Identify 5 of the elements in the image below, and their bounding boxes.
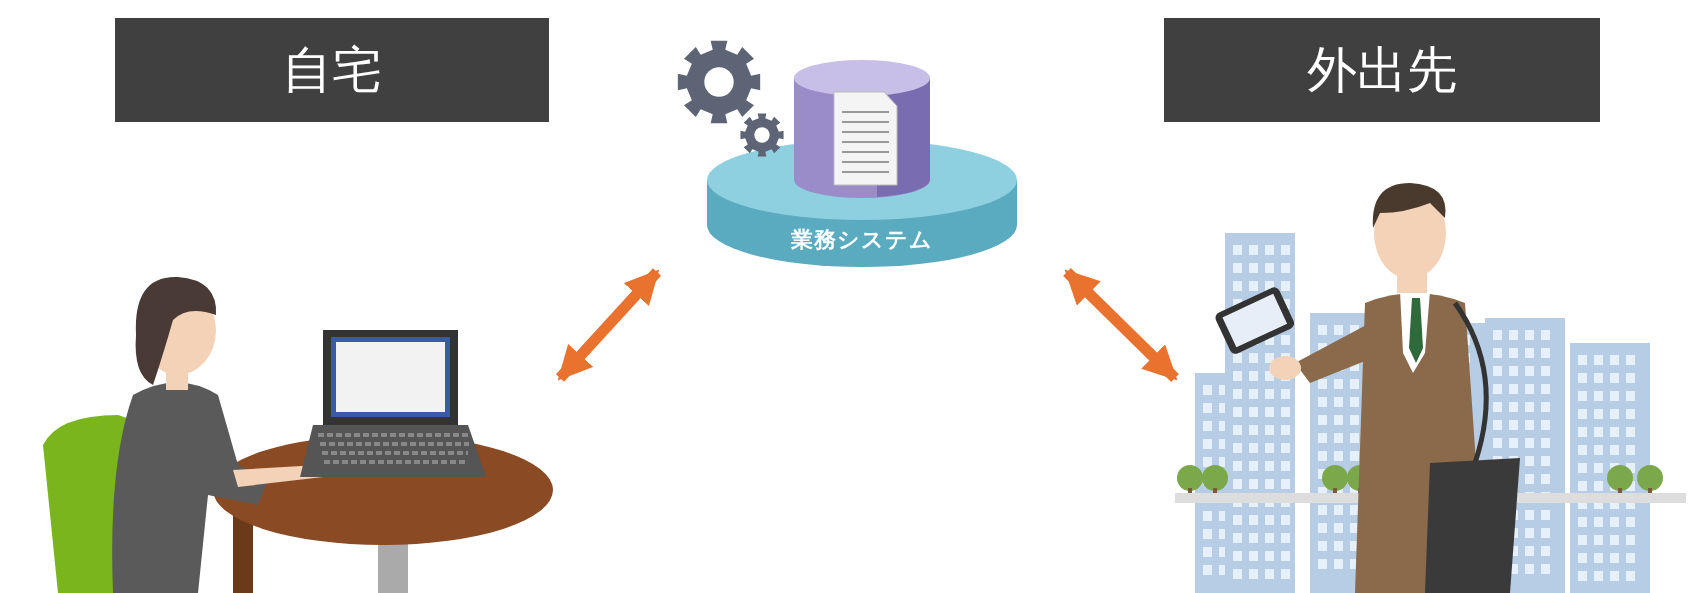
system-name: 業務システム — [790, 226, 934, 254]
double-arrow — [1063, 268, 1179, 382]
location-label: 外出先 — [1164, 18, 1600, 122]
location-label: 自宅 — [115, 18, 549, 122]
double-arrow — [555, 268, 662, 382]
